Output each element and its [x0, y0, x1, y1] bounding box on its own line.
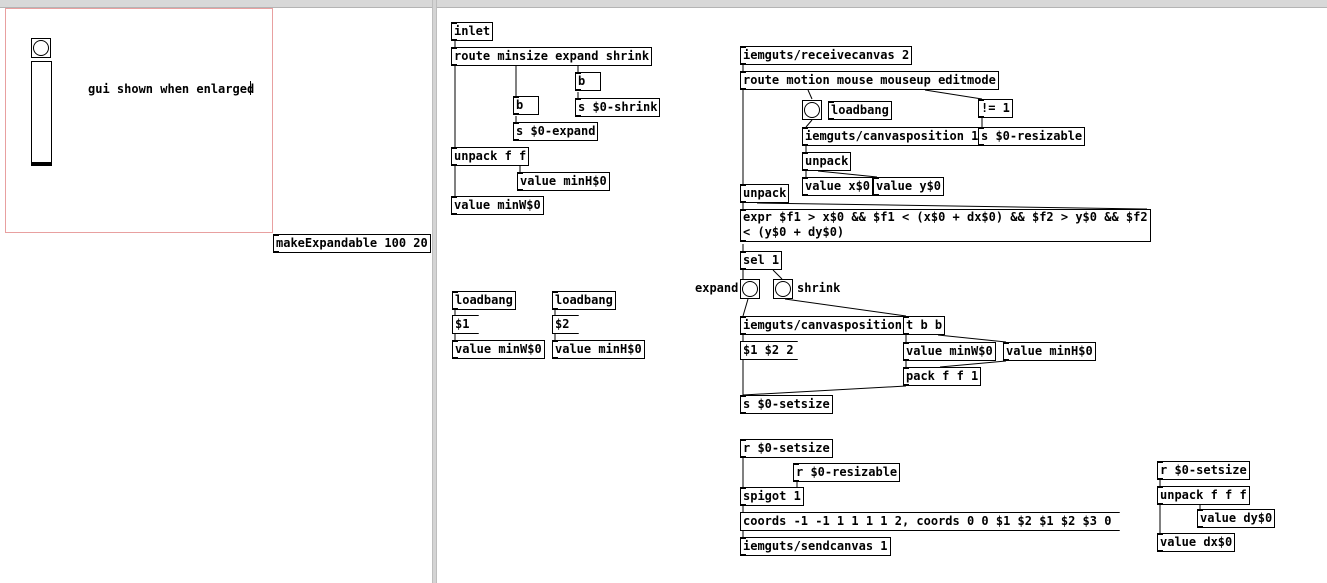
value-x-object[interactable]: value x$0	[802, 177, 874, 196]
send-shrink-object[interactable]: s $0-shrink	[575, 98, 661, 117]
message-dollar1[interactable]: $1	[452, 315, 479, 334]
receive-resizable-object[interactable]: r $0-resizable	[793, 463, 901, 482]
vertical-slider[interactable]	[31, 61, 52, 166]
gui-comment: gui shown when enlarged	[88, 82, 255, 96]
loadbang-object-1[interactable]: loadbang	[452, 291, 516, 310]
bang-button[interactable]	[31, 38, 51, 58]
loadbang-bang-button[interactable]	[802, 100, 822, 120]
sel-object[interactable]: sel 1	[740, 251, 783, 270]
expand-bang-button[interactable]	[740, 279, 760, 299]
bang-object-expand[interactable]: b	[513, 96, 539, 115]
trigger-object[interactable]: t b b	[903, 316, 946, 335]
inlet-object[interactable]: inlet	[451, 22, 494, 41]
value-minw-object-3[interactable]: value minW$0	[903, 342, 996, 361]
route-minsize-object[interactable]: route minsize expand shrink	[451, 47, 653, 66]
message-dollar2[interactable]: $2	[552, 315, 579, 334]
shrink-label: shrink	[797, 281, 841, 295]
receive-setsize-object-2[interactable]: r $0-setsize	[1157, 461, 1250, 480]
pack-object[interactable]: pack f f 1	[903, 367, 982, 386]
value-minw-object[interactable]: value minW$0	[451, 196, 544, 215]
loadbang-object-3[interactable]: loadbang	[828, 101, 892, 120]
receivecanvas-object[interactable]: iemguts/receivecanvas 2	[740, 46, 913, 65]
not-equal-object[interactable]: != 1	[978, 99, 1013, 118]
spigot-object[interactable]: spigot 1	[740, 487, 804, 506]
value-dx-object[interactable]: value dx$0	[1157, 533, 1236, 552]
receive-setsize-object[interactable]: r $0-setsize	[740, 439, 833, 458]
message-size[interactable]: $1 $2 2	[740, 341, 798, 360]
canvasposition-object-1[interactable]: iemguts/canvasposition 1	[802, 127, 982, 146]
value-minh-object-2[interactable]: value minH$0	[552, 340, 645, 359]
route-motion-object[interactable]: route motion mouse mouseup editmode	[740, 71, 999, 90]
shrink-bang-button[interactable]	[773, 279, 793, 299]
makeexpandable-object[interactable]: makeExpandable 100 20	[273, 234, 431, 253]
left-window-titlebar	[0, 0, 432, 8]
slider-knob[interactable]	[32, 162, 51, 165]
send-expand-object[interactable]: s $0-expand	[513, 122, 599, 141]
text-caret	[250, 81, 251, 95]
value-minh-object[interactable]: value minH$0	[517, 172, 610, 191]
loadbang-object-2[interactable]: loadbang	[552, 291, 616, 310]
window-divider[interactable]	[432, 0, 437, 583]
bang-object-shrink[interactable]: b	[575, 72, 601, 91]
value-minw-object-2[interactable]: value minW$0	[452, 340, 545, 359]
gop-area	[5, 8, 273, 233]
send-resizable-object[interactable]: s $0-resizable	[978, 127, 1086, 146]
value-y-object[interactable]: value y$0	[873, 177, 945, 196]
expr-object[interactable]: expr $f1 > x$0 && $f1 < (x$0 + dx$0) && …	[740, 209, 1151, 242]
unpack-object-3[interactable]: unpack	[740, 184, 790, 203]
send-setsize-object[interactable]: s $0-setsize	[740, 395, 833, 414]
unpack-ff-object[interactable]: unpack f f	[451, 147, 530, 166]
expand-label: expand	[695, 281, 739, 295]
message-coords[interactable]: coords -1 -1 1 1 1 1 2, coords 0 0 $1 $2…	[740, 512, 1120, 531]
value-minh-object-3[interactable]: value minH$0	[1003, 342, 1096, 361]
unpack-fff-object[interactable]: unpack f f f	[1157, 486, 1250, 505]
canvasposition-object-2[interactable]: iemguts/canvasposition	[740, 316, 905, 335]
sendcanvas-object[interactable]: iemguts/sendcanvas 1	[740, 537, 891, 556]
right-window-titlebar	[437, 0, 1327, 8]
value-dy-object[interactable]: value dy$0	[1197, 509, 1276, 528]
unpack-object-2[interactable]: unpack	[802, 152, 852, 171]
